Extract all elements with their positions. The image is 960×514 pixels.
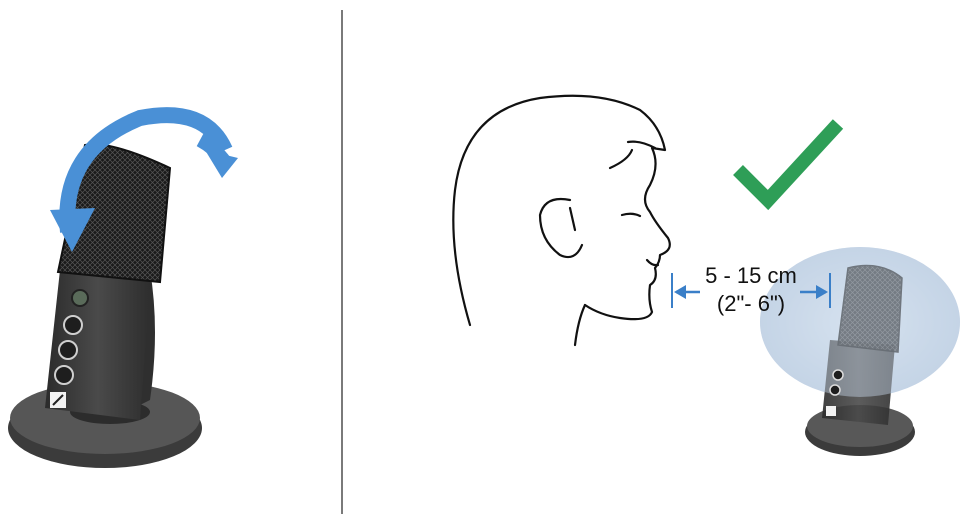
head-profile-icon bbox=[453, 96, 669, 345]
distance-range-label: 5 - 15 cm bbox=[705, 263, 797, 288]
checkmark-icon bbox=[738, 124, 838, 200]
left-microphone bbox=[8, 115, 238, 468]
sennheiser-logo-icon bbox=[826, 406, 836, 416]
distance-imperial-label: (2"- 6") bbox=[717, 291, 785, 316]
mute-button bbox=[72, 290, 88, 306]
volume-knob bbox=[55, 366, 73, 384]
gain-knob bbox=[64, 316, 82, 334]
mix-knob bbox=[59, 341, 77, 359]
